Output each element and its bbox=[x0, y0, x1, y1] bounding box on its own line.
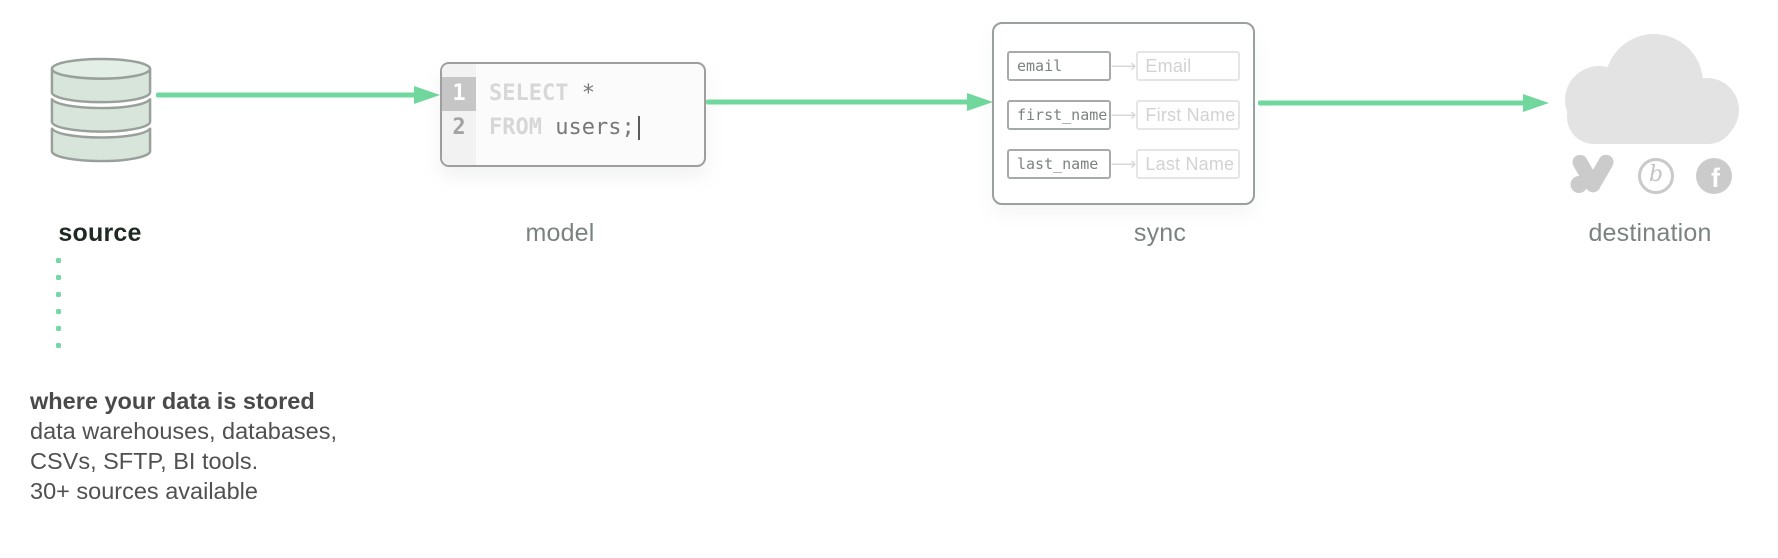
facebook-icon: f bbox=[1696, 158, 1732, 194]
sync-mapping-panel: email ⟶ Email first_name ⟶ First Name la… bbox=[992, 22, 1255, 205]
mapping-row: email ⟶ Email bbox=[1007, 51, 1240, 81]
code-area: SELECT * FROM users; bbox=[476, 64, 640, 165]
cloud-icon bbox=[1557, 34, 1745, 144]
braze-glyph: b bbox=[1648, 162, 1664, 187]
destination-logos: b f bbox=[1557, 154, 1745, 198]
dot bbox=[56, 326, 61, 331]
destination-field-box: Email bbox=[1136, 51, 1240, 81]
flow-arrow-source-model bbox=[156, 86, 440, 104]
source-field-box: last_name bbox=[1007, 149, 1111, 179]
mapping-arrow-icon: ⟶ bbox=[1110, 56, 1137, 76]
destination-field-box: First Name bbox=[1136, 100, 1240, 130]
model-code-editor: 1 2 SELECT * FROM users; bbox=[440, 62, 706, 167]
annotation-line: 30+ sources available bbox=[30, 478, 258, 504]
mapping-row: first_name ⟶ First Name bbox=[1007, 100, 1240, 130]
dot bbox=[56, 292, 61, 297]
arrow-head-icon bbox=[1523, 94, 1549, 112]
source-field-box: email bbox=[1007, 51, 1111, 81]
database-icon bbox=[48, 54, 154, 168]
line-number: 1 bbox=[442, 77, 476, 111]
arrow-shaft bbox=[706, 99, 971, 105]
mapping-arrow-icon: ⟶ bbox=[1110, 154, 1137, 174]
dot bbox=[56, 275, 61, 280]
step-label-destination: destination bbox=[1588, 219, 1712, 247]
sql-keyword: SELECT bbox=[489, 81, 569, 106]
line-number: 2 bbox=[452, 115, 466, 140]
annotation-title: where your data is stored bbox=[30, 388, 315, 414]
arrow-head-icon bbox=[414, 86, 440, 104]
flow-arrow-model-sync bbox=[706, 93, 993, 111]
text-caret bbox=[637, 116, 640, 140]
mapping-row: last_name ⟶ Last Name bbox=[1007, 149, 1240, 179]
annotation-line: data warehouses, databases, bbox=[30, 418, 338, 444]
step-label-source: source bbox=[58, 219, 142, 247]
sql-code: * bbox=[581, 81, 595, 106]
source-annotation: where your data is stored data warehouse… bbox=[30, 386, 450, 506]
dot bbox=[56, 309, 61, 314]
flow-arrow-sync-destination bbox=[1258, 94, 1549, 112]
source-field-box: first_name bbox=[1007, 100, 1111, 130]
facebook-glyph: f bbox=[1711, 163, 1720, 193]
arrow-shaft bbox=[1258, 100, 1527, 106]
code-line: SELECT * bbox=[489, 77, 640, 111]
braze-icon: b bbox=[1638, 158, 1674, 194]
arrow-shaft bbox=[156, 92, 418, 98]
sql-keyword: FROM bbox=[489, 115, 542, 140]
step-label-sync: sync bbox=[1133, 219, 1187, 247]
dot bbox=[56, 258, 61, 263]
google-ads-icon bbox=[1570, 154, 1616, 198]
mapping-arrow-icon: ⟶ bbox=[1110, 105, 1137, 125]
step-label-model: model bbox=[525, 219, 595, 247]
code-line: FROM users; bbox=[489, 111, 640, 145]
annotation-line: CSVs, SFTP, BI tools. bbox=[30, 448, 259, 474]
destination-field-box: Last Name bbox=[1136, 149, 1240, 179]
dot bbox=[56, 343, 61, 348]
sql-code: users; bbox=[555, 115, 635, 140]
line-number-gutter: 1 2 bbox=[442, 64, 476, 165]
arrow-head-icon bbox=[967, 93, 993, 111]
dotted-connector bbox=[56, 258, 62, 360]
